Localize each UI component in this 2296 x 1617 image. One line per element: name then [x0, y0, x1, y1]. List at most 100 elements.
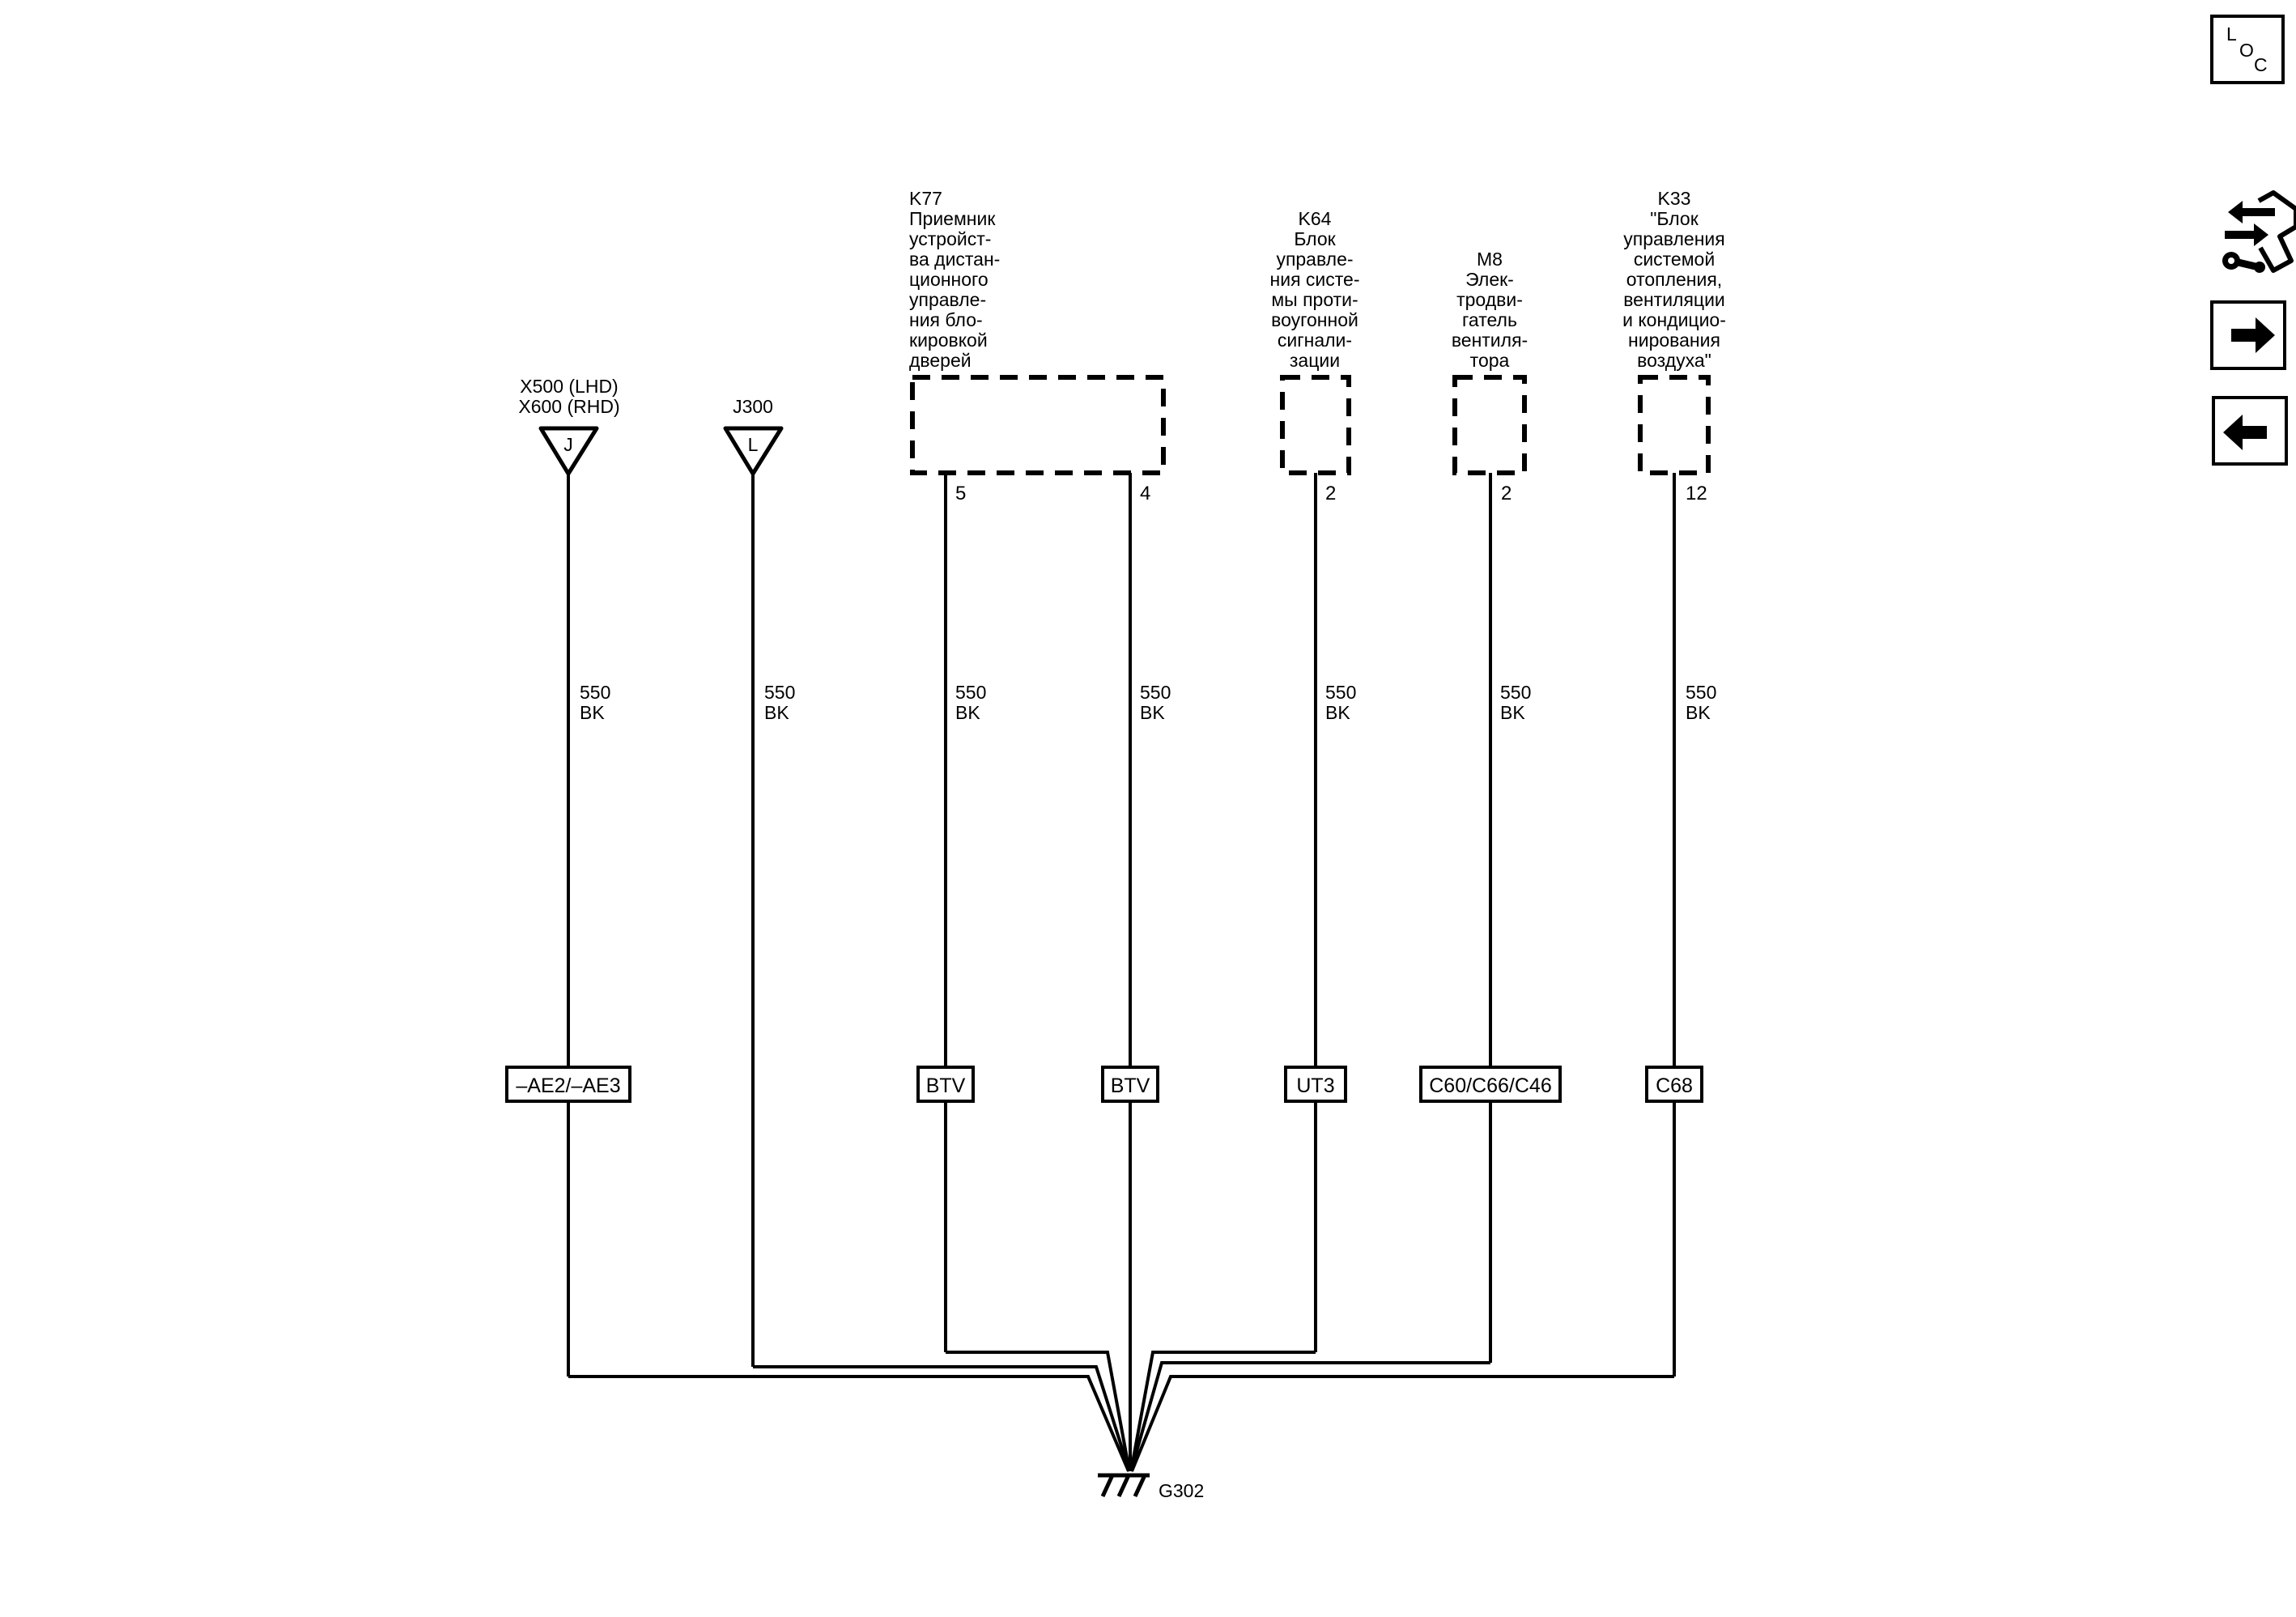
svg-text:управле-: управле- [909, 289, 986, 310]
pin-k64-2: 2 [1325, 483, 1336, 504]
arrow-right-icon [2231, 317, 2275, 353]
svg-text:и кондицио-: и кондицио- [1622, 309, 1726, 330]
svg-text:гатель: гатель [1462, 309, 1517, 330]
ground-g302: G302 [1098, 1473, 1204, 1501]
svg-text:Приемник: Приемник [909, 208, 996, 229]
wire-label-5: 550 BK [1325, 682, 1356, 723]
next-page-button[interactable] [2210, 300, 2286, 370]
option-box-ut3: UT3 [1284, 1066, 1347, 1103]
svg-text:BK: BK [1500, 702, 1525, 723]
svg-text:нирования: нирования [1628, 330, 1720, 351]
svg-text:L: L [748, 434, 759, 455]
pin-m8-2: 2 [1501, 483, 1512, 504]
service-wrench-arrows-icon[interactable] [2222, 190, 2296, 273]
svg-text:550: 550 [1500, 682, 1531, 703]
svg-text:BK: BK [1140, 702, 1165, 723]
svg-text:J: J [563, 434, 573, 455]
svg-text:BTV: BTV [926, 1074, 966, 1097]
connector-j300: L [723, 426, 784, 476]
pin-k77-4: 4 [1140, 483, 1150, 504]
svg-text:550: 550 [1686, 682, 1716, 703]
loc-letter-c: C [2254, 54, 2268, 75]
previous-page-button[interactable] [2212, 396, 2288, 466]
svg-text:зации: зации [1290, 350, 1340, 371]
svg-text:кировкой: кировкой [909, 330, 988, 351]
svg-text:мы проти-: мы проти- [1271, 289, 1358, 310]
option-box-ae2-ae3: –AE2/–AE3 [505, 1066, 631, 1103]
connector-x500: J [538, 426, 599, 476]
option-box-btv-1: BTV [916, 1066, 975, 1103]
wire-label-4: 550 BK [1140, 682, 1171, 723]
svg-text:BK: BK [955, 702, 980, 723]
arrow-left-icon [2223, 415, 2267, 450]
wire-label-7: 550 BK [1686, 682, 1716, 723]
loc-button[interactable]: L O C [2210, 15, 2285, 84]
loc-letter-l: L [2226, 23, 2237, 45]
svg-text:BTV: BTV [1111, 1074, 1150, 1097]
label-k77: K77 Приемник устройст- ва дистан- ционно… [909, 188, 1000, 371]
component-box-k77 [910, 375, 1166, 475]
svg-text:воздуха": воздуха" [1637, 350, 1711, 371]
svg-text:550: 550 [1140, 682, 1171, 703]
svg-text:C68: C68 [1656, 1074, 1693, 1097]
svg-text:BK: BK [764, 702, 789, 723]
svg-text:воугонной: воугонной [1271, 309, 1358, 330]
svg-text:BK: BK [1325, 702, 1350, 723]
svg-text:X500 (LHD): X500 (LHD) [520, 376, 618, 397]
wires [567, 473, 1676, 1472]
svg-text:Блок: Блок [1294, 228, 1336, 249]
label-x500: X500 (LHD) X600 (RHD) [518, 376, 619, 417]
svg-text:управле-: управле- [1276, 249, 1353, 270]
svg-text:ва дистан-: ва дистан- [909, 249, 1000, 270]
svg-text:отопления,: отопления, [1626, 269, 1722, 290]
svg-text:системой: системой [1634, 249, 1715, 270]
svg-text:сигнали-: сигнали- [1278, 330, 1352, 351]
svg-text:ния бло-: ния бло- [909, 309, 983, 330]
svg-text:K77: K77 [909, 188, 942, 209]
component-box-m8 [1452, 375, 1527, 475]
svg-text:550: 550 [1325, 682, 1356, 703]
wire-label-1: 550 BK [580, 682, 610, 723]
svg-text:BK: BK [580, 702, 605, 723]
pin-k77-5: 5 [955, 483, 966, 504]
svg-text:C60/C66/C46: C60/C66/C46 [1429, 1074, 1551, 1097]
svg-text:тродви-: тродви- [1456, 289, 1523, 310]
svg-text:–AE2/–AE3: –AE2/–AE3 [516, 1074, 620, 1097]
svg-text:M8: M8 [1477, 249, 1503, 270]
svg-text:550: 550 [764, 682, 795, 703]
wire-label-3: 550 BK [955, 682, 986, 723]
svg-text:550: 550 [580, 682, 610, 703]
svg-text:X600 (RHD): X600 (RHD) [518, 396, 619, 417]
component-box-k64 [1280, 375, 1351, 475]
option-box-c60-c66-c46: C60/C66/C46 [1419, 1066, 1562, 1103]
ground-label: G302 [1159, 1480, 1204, 1501]
svg-text:550: 550 [955, 682, 986, 703]
option-box-btv-2: BTV [1101, 1066, 1159, 1103]
svg-text:ния систе-: ния систе- [1270, 269, 1360, 290]
svg-text:"Блок: "Блок [1650, 208, 1699, 229]
loc-letter-o: O [2239, 40, 2254, 61]
wire-label-6: 550 BK [1500, 682, 1531, 723]
svg-text:устройст-: устройст- [909, 228, 991, 249]
svg-text:ционного: ционного [909, 269, 989, 290]
svg-text:J300: J300 [733, 396, 773, 417]
svg-text:управления: управления [1623, 228, 1724, 249]
svg-text:K64: K64 [1299, 208, 1332, 229]
component-box-k33 [1638, 375, 1711, 475]
wire-label-2: 550 BK [764, 682, 795, 723]
svg-text:вентиля-: вентиля- [1452, 330, 1528, 351]
svg-text:UT3: UT3 [1296, 1074, 1334, 1097]
label-j300: J300 [733, 396, 773, 417]
label-k64: K64 Блок управле- ния систе- мы проти- в… [1270, 208, 1360, 371]
svg-text:тора: тора [1470, 350, 1510, 371]
svg-text:Элек-: Элек- [1465, 269, 1514, 290]
label-m8: M8 Элек- тродви- гатель вентиля- тора [1452, 249, 1528, 371]
svg-text:вентиляции: вентиляции [1623, 289, 1725, 310]
label-k33: K33 "Блок управления системой отопления,… [1622, 188, 1726, 371]
svg-text:K33: K33 [1658, 188, 1691, 209]
svg-text:дверей: дверей [909, 350, 972, 371]
option-box-c68: C68 [1645, 1066, 1703, 1103]
svg-text:BK: BK [1686, 702, 1711, 723]
pin-k33-12: 12 [1686, 483, 1707, 504]
